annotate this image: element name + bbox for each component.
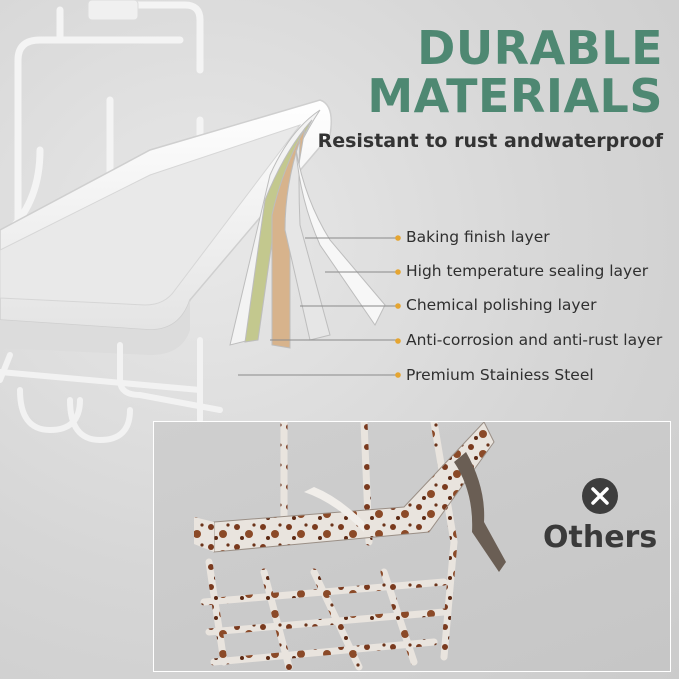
headline-line-1: DURABLE [417,21,663,75]
others-comparison-panel [153,421,671,672]
layer-label-baking-finish: Baking finish layer [406,228,550,246]
subtitle: Resistant to rust andwaterproof [317,130,663,152]
layer-label-anti-corrosion: Anti-corrosion and anti-rust layer [406,331,663,349]
headline-line-2: MATERIALS [367,69,663,123]
layer-label-polishing: Chemical polishing layer [406,296,597,314]
x-circle-icon [582,478,618,514]
layer-label-steel: Premium Stainiess Steel [406,366,594,384]
others-label: Others [543,520,658,555]
rusty-shelf-illustration [194,422,506,671]
layer-label-sealing: High temperature sealing layer [406,262,649,280]
